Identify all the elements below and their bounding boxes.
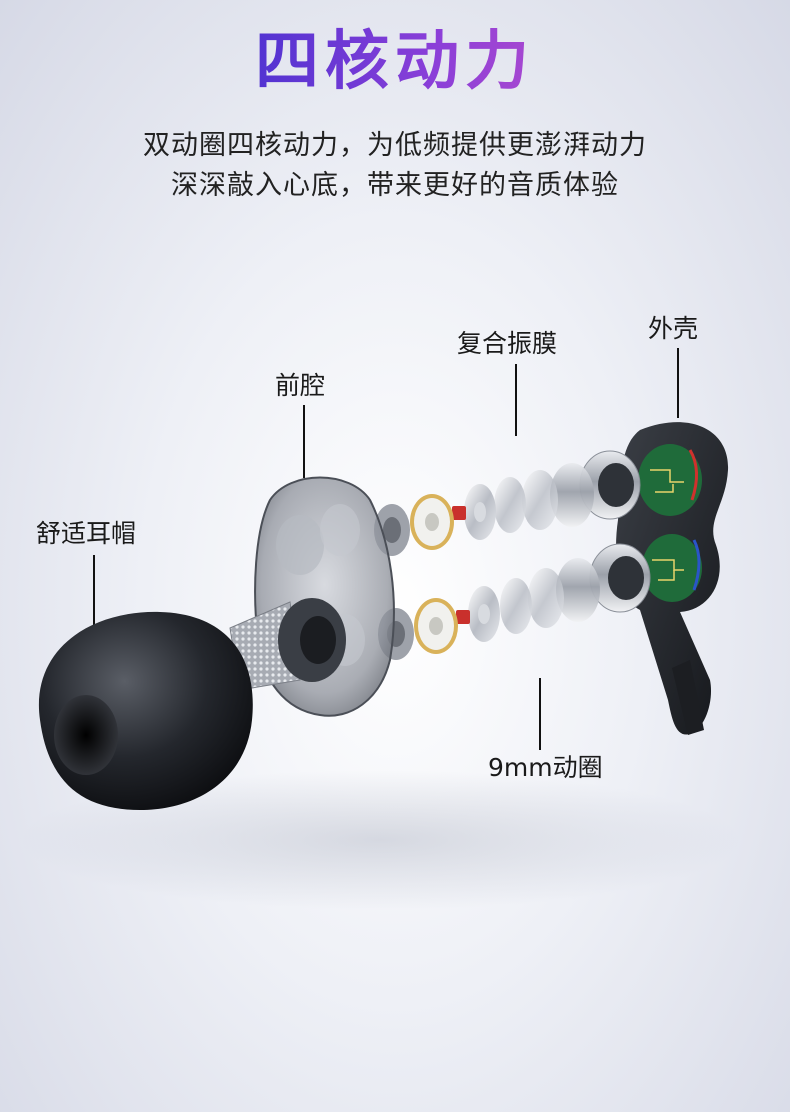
label-front-cavity: 前腔 bbox=[275, 371, 326, 400]
driver-stack-upper bbox=[374, 450, 641, 556]
ear-tip bbox=[38, 611, 253, 810]
label-ear-tip: 舒适耳帽 bbox=[36, 519, 137, 548]
label-diaphragm: 复合振膜 bbox=[457, 329, 558, 358]
outer-shell bbox=[616, 422, 729, 735]
label-driver: 9mm动圈 bbox=[488, 753, 603, 782]
nozzle bbox=[229, 598, 346, 691]
page-title: 四核动力 bbox=[0, 22, 790, 102]
subtitle-line-2: 深深敲入心底，带来更好的音质体验 bbox=[171, 170, 619, 201]
subtitle-line-1: 双动圈四核动力，为低频提供更澎湃动力 bbox=[143, 130, 647, 161]
label-shell: 外壳 bbox=[648, 314, 699, 343]
pcb-board-lower bbox=[642, 534, 702, 602]
driver-stack-lower bbox=[378, 543, 651, 660]
leader-lines bbox=[93, 348, 679, 750]
floor-shadow bbox=[20, 770, 740, 910]
